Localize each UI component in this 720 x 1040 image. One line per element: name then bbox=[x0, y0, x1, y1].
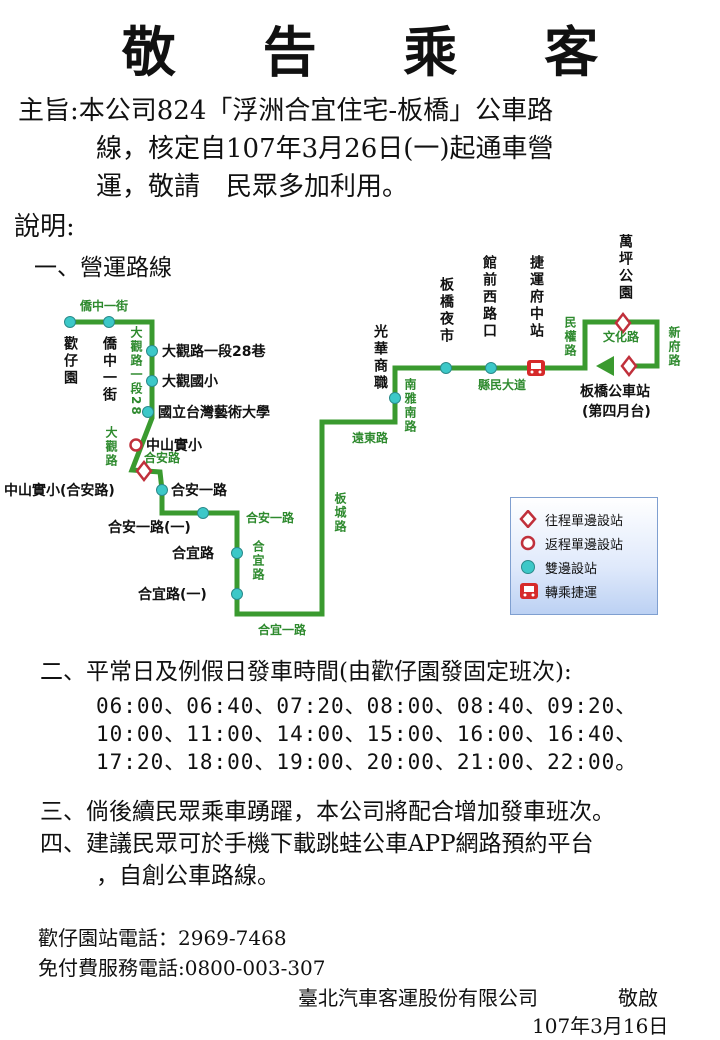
stop-zhongshan-b-marker bbox=[135, 459, 153, 483]
description-heading: 說明: bbox=[14, 212, 75, 242]
stop-heyi-marker bbox=[231, 547, 243, 559]
label-terminal-platform: (第四月台) bbox=[582, 403, 651, 420]
section-2-heading: 二、平常日及例假日發車時間(由歡仔園發固定班次): bbox=[40, 659, 572, 685]
legend-outbound-label: 往程單邊設站 bbox=[545, 514, 624, 529]
road-daguan-28: 大觀路一段28 bbox=[129, 325, 143, 417]
stop-heyi-1-marker bbox=[231, 588, 243, 600]
label-zhongshan-a: 中山實小 bbox=[146, 437, 202, 454]
label-banqiao-market: 板橋夜市 bbox=[438, 276, 455, 345]
label-daguan-28: 大觀路一段28巷 bbox=[162, 343, 266, 360]
page-title: 敬 告 乘 客 bbox=[121, 20, 633, 84]
section-4-line-2: ，自創公車路線。 bbox=[96, 863, 280, 889]
mrt-icon bbox=[527, 360, 545, 376]
label-hean-1: 合安一路(一) bbox=[108, 519, 191, 536]
stop-ntua-marker bbox=[142, 406, 154, 418]
times-line-1: 06:00、06:40、07:20、08:00、08:40、09:20、 bbox=[96, 694, 638, 718]
route-arrow bbox=[596, 356, 614, 376]
label-hean: 合安一路 bbox=[171, 482, 228, 499]
stop-hean-marker bbox=[156, 484, 168, 496]
label-wanping: 萬坪公園 bbox=[617, 233, 633, 302]
label-terminal: 板橋公車站 bbox=[580, 383, 650, 400]
road-hean-1st: 合安一路 bbox=[246, 510, 295, 525]
road-yuandong: 遠東路 bbox=[352, 430, 389, 445]
label-daguan-school: 大觀國小 bbox=[162, 373, 218, 390]
diamond-icon bbox=[519, 510, 537, 528]
map-legend: 往程單邊設站 返程單邊設站 雙邊設站 轉乘捷運 bbox=[510, 497, 658, 615]
label-guanghua: 光華商職 bbox=[372, 323, 389, 392]
mrt-icon bbox=[520, 583, 538, 599]
stop-daguan-28-marker bbox=[146, 345, 158, 357]
stop-daguan-school-marker bbox=[146, 375, 158, 387]
stop-wanping-marker bbox=[614, 311, 632, 335]
section-1-heading: 一、營運路線 bbox=[34, 255, 172, 281]
section-4-line-1: 四、建議民眾可於手機下載跳蛙公車APP網路預約平台 bbox=[40, 831, 594, 857]
station-phone: 歡仔園站電話：2969-7468 bbox=[38, 926, 287, 950]
stop-banqiao-market-marker bbox=[440, 362, 452, 374]
stop-zhongshan-a-marker bbox=[129, 438, 143, 452]
legend-both-label: 雙邊設站 bbox=[545, 562, 598, 577]
stop-guanghua-marker bbox=[389, 392, 401, 404]
notice-date: 107年3月16日 bbox=[532, 1014, 669, 1038]
circle-outline-icon bbox=[520, 535, 536, 551]
legend-return-label: 返程單邊設站 bbox=[545, 538, 624, 553]
stop-hean-1-marker bbox=[197, 507, 209, 519]
stop-qiaozhong-yijie-marker bbox=[103, 316, 115, 328]
section-3: 三、倘後續民眾乘車踴躍，本公司將配合增加發車班次。 bbox=[40, 799, 615, 825]
notice-line-2: 線，核定自107年3月26日(一)起通車營 bbox=[96, 134, 554, 164]
circle-filled-icon bbox=[521, 560, 535, 574]
label-qiaozhong-yijie: 僑中一街 bbox=[101, 335, 118, 404]
times-line-2: 10:00、11:00、14:00、15:00、16:00、16:40、 bbox=[96, 722, 638, 746]
road-hean-road: 合安路 bbox=[144, 450, 181, 465]
label-ntua: 國立台灣藝術大學 bbox=[158, 404, 270, 421]
label-mrt-fuzhong: 捷運府中站 bbox=[528, 254, 544, 340]
label-heyi-1: 合宜路(一) bbox=[138, 586, 207, 603]
road-xianmin: 縣民大道 bbox=[478, 377, 526, 392]
stop-terminal-marker bbox=[620, 354, 638, 378]
label-zhongshan-b: 中山實小(合安路) bbox=[4, 482, 115, 499]
road-minquan: 民權路 bbox=[563, 316, 577, 358]
road-heyi-road: 合宜路 bbox=[251, 539, 265, 582]
notice-line-3: 運，敬請 民眾多加利用。 bbox=[96, 172, 409, 202]
road-wenhua: 文化路 bbox=[603, 329, 640, 344]
road-heyi-1st: 合宜一路 bbox=[258, 622, 307, 637]
respect-sign: 敬啟 bbox=[618, 986, 658, 1010]
company-name: 臺北汽車客運股份有限公司 bbox=[298, 986, 538, 1010]
toll-free-phone: 免付費服務電話:0800-003-307 bbox=[38, 956, 326, 980]
road-bancheng: 板城路 bbox=[333, 491, 347, 534]
road-xinfu: 新府路 bbox=[667, 325, 681, 368]
route-line bbox=[70, 319, 660, 617]
label-huanzaiyuan: 歡仔園 bbox=[62, 335, 78, 387]
label-heyi: 合宜路 bbox=[172, 545, 215, 562]
label-guanqian: 館前西路口 bbox=[481, 254, 498, 340]
route-map: 大觀路一段28巷 大觀國小 國立台灣藝術大學 中山實小 中山實小(合安路) 合安… bbox=[4, 233, 681, 637]
road-qiaozhong-yijie: 僑中一街 bbox=[79, 298, 128, 313]
road-daguan: 大觀路 bbox=[104, 425, 118, 468]
road-nanya-south: 南雅南路 bbox=[403, 377, 417, 434]
stop-huanzaiyuan-marker bbox=[64, 316, 76, 328]
stop-guanqian-marker bbox=[485, 362, 497, 374]
notice-line-1: 主旨:本公司824「浮洲合宜住宅-板橋」公車路 bbox=[18, 96, 554, 126]
times-line-3: 17:20、18:00、19:00、20:00、21:00、22:00。 bbox=[96, 750, 638, 774]
legend-mrt-label: 轉乘捷運 bbox=[545, 586, 598, 601]
